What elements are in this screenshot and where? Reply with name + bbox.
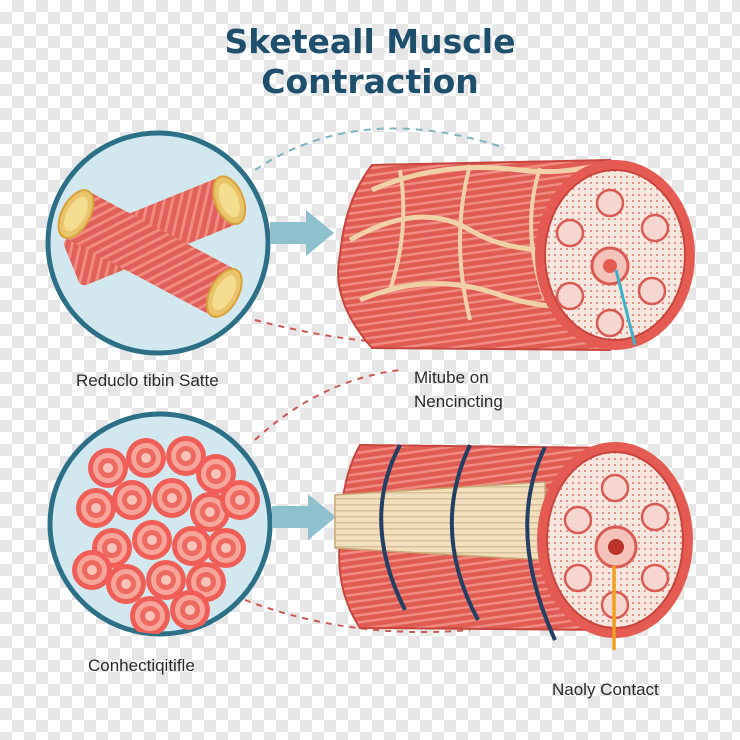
fiber-cross-section bbox=[88, 448, 128, 488]
fiber-cross-section bbox=[190, 492, 230, 532]
arrow-top-icon bbox=[270, 210, 334, 256]
fiber-cross-sections bbox=[72, 436, 260, 634]
title-line-1: Sketeall Muscle bbox=[224, 22, 516, 61]
label-bottom-left: Conhectiqitifle bbox=[88, 656, 195, 675]
connector-top bbox=[254, 127, 506, 171]
connective-bands bbox=[379, 444, 557, 641]
title-line-2: Contraction bbox=[261, 62, 479, 101]
bottom-left-circle bbox=[47, 411, 273, 637]
label-top-right-line-2: Nencincting bbox=[414, 392, 503, 411]
probe-blue bbox=[614, 269, 637, 346]
top-left-circle bbox=[45, 130, 271, 356]
fiber-cross-section bbox=[126, 438, 166, 478]
fiber-cross-section bbox=[206, 528, 246, 568]
muscle-cylinder-bottom bbox=[334, 442, 693, 650]
fiber-cross-section bbox=[220, 480, 260, 520]
fiber-cross-section bbox=[72, 550, 112, 590]
tendon-core bbox=[334, 481, 546, 561]
muscle-cylinder-top bbox=[337, 158, 695, 352]
fiber-cross-section bbox=[76, 488, 116, 528]
label-bottom-right: Naoly Contact bbox=[552, 680, 659, 699]
fiber-cross-section bbox=[132, 520, 172, 560]
connector-bottom bbox=[244, 599, 471, 633]
fiber-bundle-front bbox=[57, 189, 243, 318]
fiber-cross-section bbox=[172, 526, 212, 566]
fiber-cross-section bbox=[170, 590, 210, 630]
connector-mid-bottom bbox=[254, 369, 401, 441]
fiber-cross-section bbox=[130, 596, 170, 634]
fiber-cross-section bbox=[196, 454, 236, 494]
label-top-right: Mitube on Nencincting bbox=[414, 366, 503, 414]
fiber-cross-section bbox=[106, 564, 146, 604]
label-top-left: Reduclo tibin Satte bbox=[76, 371, 219, 390]
fiber-cross-section bbox=[112, 480, 152, 520]
diagram-title: Sketeall Muscle Contraction bbox=[0, 22, 740, 102]
fiber-cross-section bbox=[152, 478, 192, 518]
arrow-bottom-icon bbox=[272, 494, 336, 540]
fiber-cross-section bbox=[146, 560, 186, 600]
fiber-cross-section bbox=[166, 436, 206, 476]
label-top-right-line-1: Mitube on bbox=[414, 368, 489, 387]
